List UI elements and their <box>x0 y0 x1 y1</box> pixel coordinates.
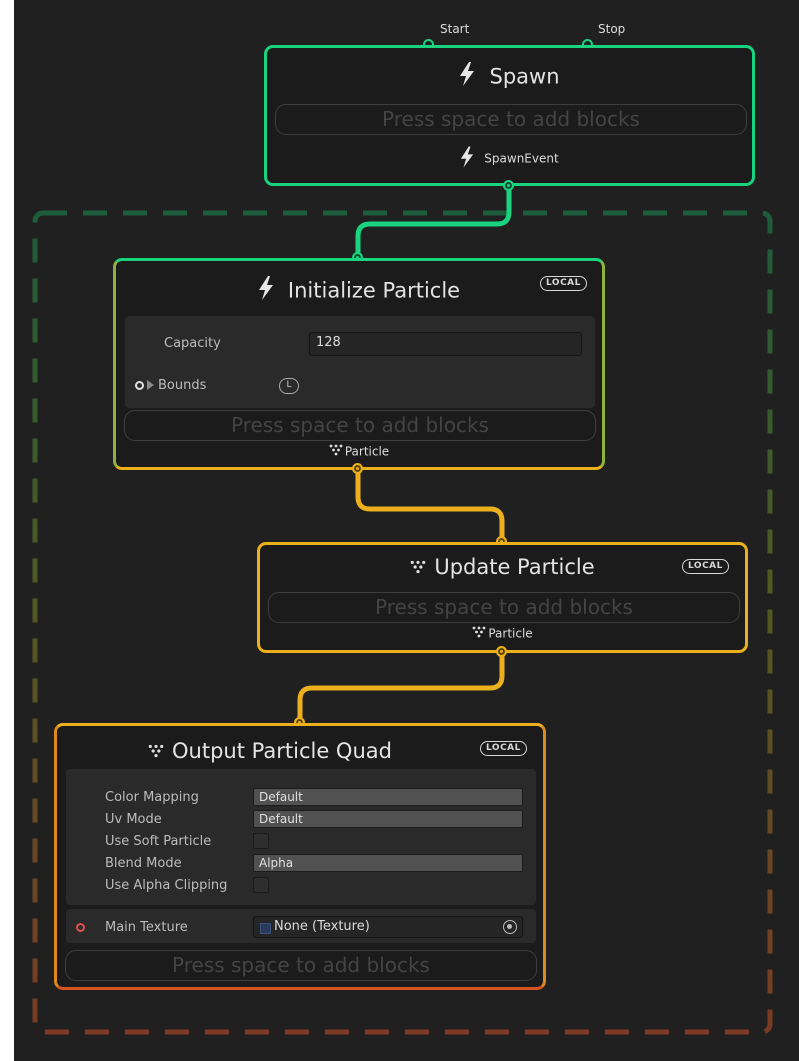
bounds-input-port[interactable] <box>135 381 144 390</box>
object-picker-icon[interactable] <box>503 920 517 934</box>
update-output-label: Particle <box>488 626 533 641</box>
blend-mode-label: Blend Mode <box>105 856 182 871</box>
output-particle-quad-node[interactable]: Output Particle Quad LOCAL Color Mapping… <box>54 723 546 990</box>
initialize-settings-panel <box>125 316 595 408</box>
update-title: Update Particle <box>434 555 595 579</box>
color-mapping-dropdown[interactable]: Default <box>253 788 523 806</box>
main-texture-label: Main Texture <box>105 920 188 935</box>
blend-mode-dropdown[interactable]: Alpha <box>253 854 523 872</box>
local-space-badge[interactable]: LOCAL <box>540 276 587 291</box>
particle-icon <box>148 739 164 763</box>
output-add-blocks-area[interactable]: Press space to add blocks <box>65 950 537 981</box>
initialize-add-blocks-area[interactable]: Press space to add blocks <box>124 410 596 441</box>
particle-icon <box>472 626 486 641</box>
lightning-icon <box>459 62 475 91</box>
spawn-add-blocks-area[interactable]: Press space to add blocks <box>275 104 747 135</box>
spawn-event-output-port[interactable] <box>503 180 514 191</box>
spawn-node[interactable]: Spawn Press space to add blocks SpawnEve… <box>264 45 755 186</box>
use-alpha-clipping-label: Use Alpha Clipping <box>105 878 228 893</box>
stop-input-label: Stop <box>598 22 626 36</box>
capacity-label: Capacity <box>164 336 221 351</box>
lightning-icon <box>460 146 474 171</box>
local-space-badge[interactable]: LOCAL <box>480 741 527 756</box>
uv-mode-dropdown[interactable]: Default <box>253 810 523 828</box>
bounds-expand-arrow-icon[interactable] <box>147 380 154 390</box>
update-output-port[interactable] <box>496 646 507 657</box>
lightning-icon <box>258 276 274 305</box>
main-texture-object-field[interactable]: None (Texture) <box>253 916 523 938</box>
initialize-output-port[interactable] <box>352 463 363 474</box>
use-soft-particle-checkbox[interactable] <box>253 833 269 849</box>
bounds-label: Bounds <box>158 378 207 393</box>
update-particle-node[interactable]: Update Particle LOCAL Press space to add… <box>257 542 748 653</box>
particle-icon <box>329 444 343 459</box>
initialize-title-row: Initialize Particle <box>116 276 602 305</box>
bounds-space-toggle[interactable]: L <box>279 378 299 394</box>
update-add-blocks-area[interactable]: Press space to add blocks <box>268 592 740 623</box>
initialize-output-row: Particle <box>116 444 602 459</box>
output-title-row: Output Particle Quad <box>0 738 543 763</box>
main-texture-value: None (Texture) <box>274 919 370 934</box>
use-alpha-clipping-checkbox[interactable] <box>253 877 269 893</box>
particle-icon <box>410 555 426 579</box>
texture-icon <box>260 923 271 934</box>
update-title-row: Update Particle <box>260 554 745 579</box>
spawn-title-row: Spawn <box>267 62 752 91</box>
main-texture-input-port[interactable] <box>76 923 85 932</box>
start-input-label: Start <box>440 22 470 36</box>
local-space-badge[interactable]: LOCAL <box>682 559 729 574</box>
spawn-output-row: SpawnEvent <box>267 146 752 171</box>
update-output-row: Particle <box>260 626 745 641</box>
capacity-field[interactable]: 128 <box>309 332 582 356</box>
spawn-title: Spawn <box>489 64 560 89</box>
initialize-title: Initialize Particle <box>287 278 461 303</box>
initialize-output-label: Particle <box>344 444 390 459</box>
color-mapping-label: Color Mapping <box>105 790 199 805</box>
spawn-output-label: SpawnEvent <box>484 151 559 166</box>
initialize-particle-node[interactable]: Initialize Particle LOCAL Capacity 128 B… <box>113 258 605 470</box>
output-title: Output Particle Quad <box>172 739 392 763</box>
use-soft-particle-label: Use Soft Particle <box>105 834 212 849</box>
uv-mode-label: Uv Mode <box>105 812 162 827</box>
